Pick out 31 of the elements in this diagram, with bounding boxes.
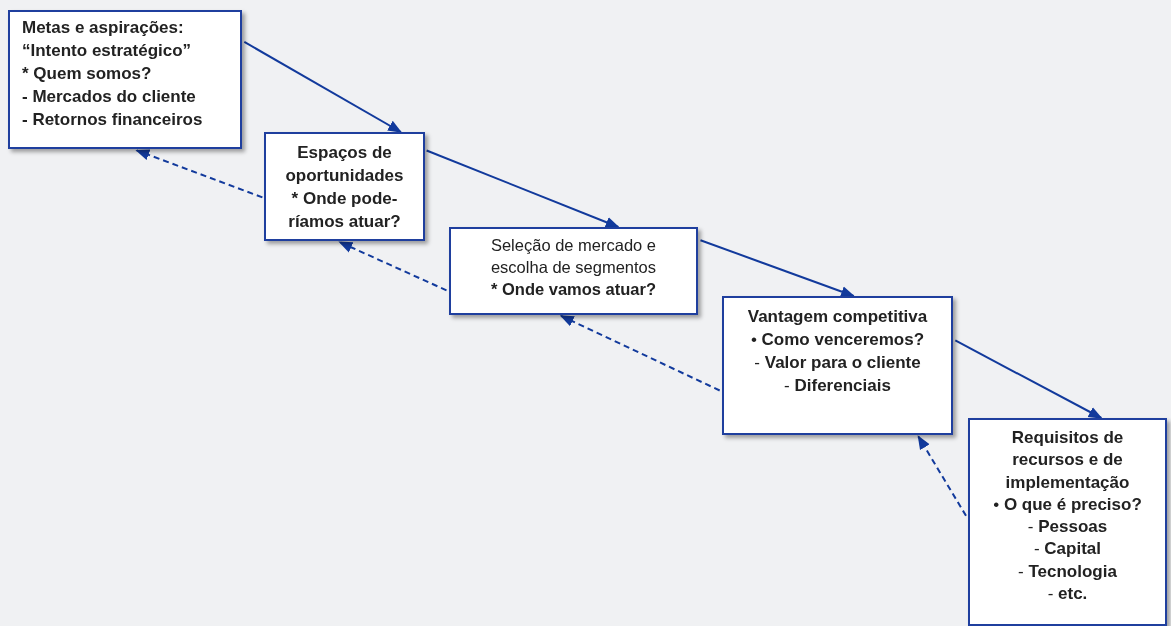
box-text: - Valor para o cliente — [753, 352, 922, 374]
box-text: * Onde vamos atuar? — [489, 279, 658, 300]
box-text: * Quem somos? — [22, 63, 153, 85]
box-text: - etc. — [1046, 583, 1089, 606]
process-box — [722, 296, 953, 435]
process-box — [8, 10, 242, 149]
dashed-arrow — [559, 314, 721, 392]
dashed-arrow — [338, 241, 448, 292]
box-text: - Capital — [1032, 538, 1103, 561]
process-box — [968, 418, 1167, 626]
process-box — [264, 132, 425, 241]
box-text: - Retornos financeiros — [22, 109, 204, 131]
box-heading: Vantagem competitiva — [746, 306, 929, 328]
arrow — [243, 40, 403, 133]
arrow — [954, 339, 1103, 419]
box-text: • Como venceremos? — [749, 329, 926, 351]
box-text: • O que é preciso? — [992, 493, 1143, 516]
box-heading: Seleção de mercado e escolha de segmentos — [489, 235, 658, 278]
box-heading: Metas e aspirações: “Intento estratégico” — [22, 17, 193, 62]
box-text: * Onde pode-ríamos atuar? — [287, 188, 402, 233]
box-heading: Requisitos de recursos e de implementação — [1004, 427, 1131, 494]
arrow — [699, 239, 855, 297]
process-box — [449, 227, 698, 315]
dashed-arrow — [135, 149, 264, 199]
box-text: - Pessoas — [1026, 516, 1109, 539]
box-heading: Espaços de oportunidades — [284, 142, 405, 187]
box-text: - Tecnologia — [1017, 560, 1118, 583]
dashed-arrow — [917, 435, 967, 517]
box-text: - Diferenciais — [783, 375, 892, 397]
box-text: - Mercados do cliente — [22, 86, 197, 108]
arrow — [425, 149, 620, 228]
